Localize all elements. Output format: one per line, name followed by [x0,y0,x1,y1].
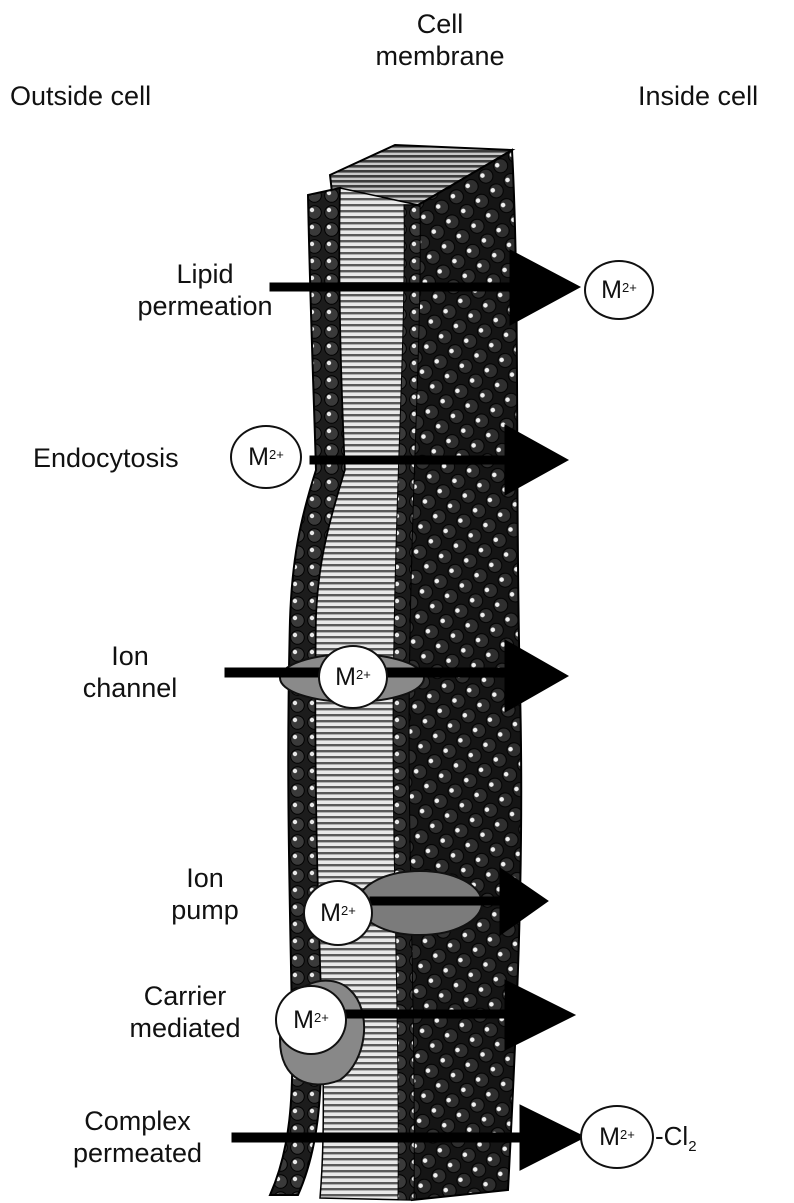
route-label-carrier-line2: mediated [105,1012,265,1044]
ion-symbol: M [293,1006,314,1035]
route-label-endocytosis: Endocytosis [33,442,179,474]
route-label-carrier: Carrier mediated [105,980,265,1044]
ion-charge: 2+ [620,1127,635,1142]
route-label-channel-line1: Ion [60,640,200,672]
complex-suffix-prefix: -Cl [655,1121,688,1151]
route-label-lipid-line2: permeation [125,290,285,322]
ion-symbol: M [248,443,269,472]
cell-membrane-label-line1: Cell [355,8,525,40]
ion-charge: 2+ [269,447,284,462]
route-label-complex: Complex permeated [45,1105,230,1169]
cell-membrane-label: Cell membrane [355,8,525,72]
route-label-carrier-line1: Carrier [105,980,265,1012]
inside-cell-label: Inside cell [638,80,758,112]
route-label-pump: Ion pump [150,862,260,926]
route-label-channel: Ion channel [60,640,200,704]
route-label-pump-line1: Ion [150,862,260,894]
route-label-complex-line2: permeated [45,1137,230,1169]
route-label-lipid: Lipid permeation [125,258,285,322]
ion-charge: 2+ [341,903,356,918]
route-label-lipid-line1: Lipid [125,258,285,290]
route-label-pump-line2: pump [150,894,260,926]
ion-symbol: M [599,1123,620,1152]
outside-cell-label: Outside cell [10,80,151,112]
ion-charge: 2+ [622,280,637,295]
ion-symbol: M [320,899,341,928]
ion-symbol: M [601,276,622,305]
complex-suffix-subscript: 2 [688,1138,696,1155]
route-label-complex-line1: Complex [45,1105,230,1137]
cell-membrane-label-line2: membrane [355,40,525,72]
ion-charge: 2+ [314,1010,329,1025]
ion-symbol: M [335,663,356,692]
route-label-channel-line2: channel [60,672,200,704]
complex-suffix: -Cl2 [655,1121,697,1155]
ion-charge: 2+ [356,667,371,682]
